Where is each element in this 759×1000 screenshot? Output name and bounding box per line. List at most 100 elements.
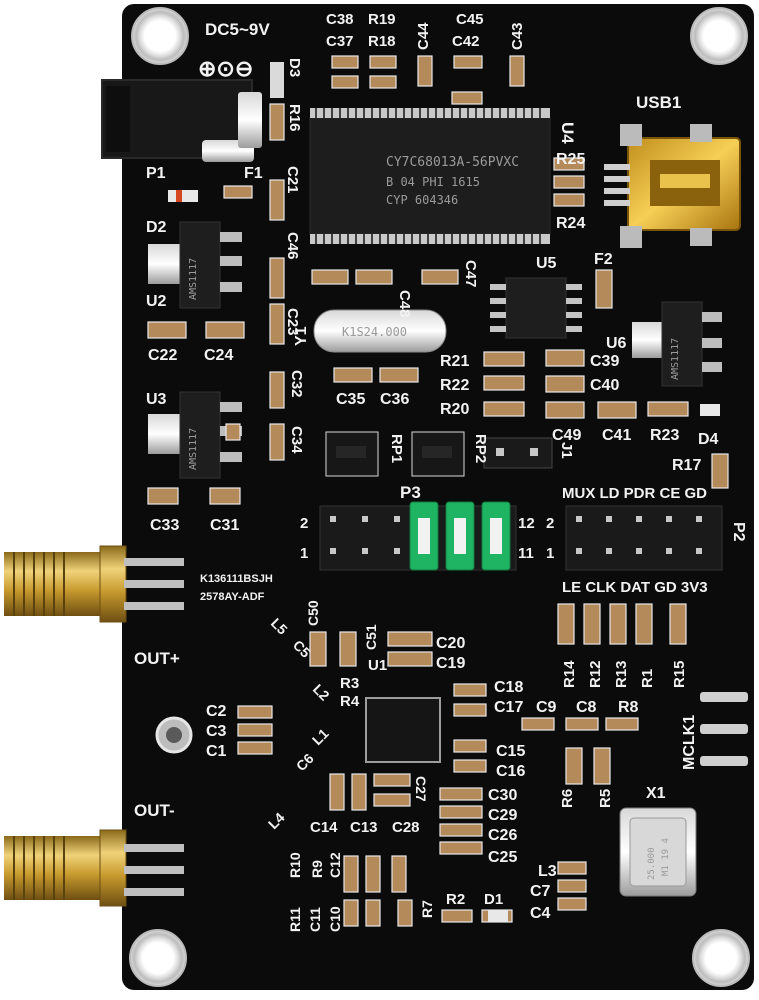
u5-label: U5: [536, 255, 557, 272]
label-c35: C35: [336, 391, 365, 408]
u2-chip-text: AMS1117: [188, 258, 199, 300]
p3-pin-12: 12: [518, 515, 535, 532]
label-c23: C23: [284, 308, 301, 336]
label-c28: C28: [392, 819, 420, 836]
mclk-label: MCLK1: [681, 715, 698, 770]
label-r16: R16: [286, 104, 303, 132]
label-c20: C20: [436, 635, 465, 652]
label-c19: C19: [436, 655, 465, 672]
p2-pin-1: 1: [546, 545, 554, 562]
label-r14: R14: [561, 660, 578, 688]
label-f2: F2: [594, 251, 613, 268]
label-c12: C12: [327, 852, 343, 878]
label-r6: R6: [559, 789, 576, 808]
label-r2: R2: [446, 891, 465, 908]
label-c24: C24: [204, 347, 233, 364]
crystal-x1: 25.000 M1 19 4: [619, 807, 697, 897]
label-c32: C32: [288, 370, 305, 398]
label-r21: R21: [440, 353, 469, 370]
cypress-chip: CY7C68013A-56PVXC B 04 PHI 1615 CYP 6043…: [309, 108, 551, 244]
label-c49: C49: [552, 427, 581, 444]
header-p2: [565, 505, 723, 571]
label-u3: U3: [146, 391, 167, 408]
header-mclk: [700, 692, 748, 766]
label-c48: C48: [396, 290, 413, 318]
polarity-symbol: ⊕⊙⊖: [198, 56, 253, 81]
label-r9: R9: [309, 860, 325, 878]
label-c16: C16: [496, 763, 525, 780]
sma-marking-1: K136111BSJH: [200, 573, 273, 585]
x1-sub: M1 19 4: [661, 838, 671, 876]
label-l3: L3: [538, 863, 557, 880]
y1-label: Y1: [293, 326, 310, 346]
cypress-text-1: CY7C68013A-56PVXC: [386, 155, 519, 170]
label-r5: R5: [597, 789, 614, 808]
label-r8: R8: [618, 699, 639, 716]
label-c4: C4: [530, 905, 551, 922]
label-d2: D2: [146, 219, 167, 236]
out-plus-label: OUT+: [134, 649, 180, 668]
label-r3: R3: [340, 675, 359, 692]
rp2-label: RP2: [472, 434, 489, 463]
mounting-holes: [129, 7, 750, 987]
label-r25: R25: [556, 151, 585, 168]
regulator-u2: AMS1117: [148, 221, 242, 309]
label-c14: C14: [310, 819, 338, 836]
label-c46: C46: [284, 232, 301, 260]
label-c31: C31: [210, 517, 239, 534]
label-r7: R7: [419, 900, 435, 918]
p2-bottom-pins: LE CLK DAT GD 3V3: [562, 579, 708, 596]
p2-top-pins: MUX LD PDR CE GD: [562, 485, 707, 502]
label-f1: F1: [244, 165, 263, 182]
label-r17: R17: [672, 457, 701, 474]
label-c51: C51: [363, 624, 379, 650]
chip-u5: [490, 277, 582, 339]
label-c38: C38: [326, 11, 354, 28]
y1-text: K1S24.000: [342, 325, 407, 339]
pcb-board: [122, 4, 754, 990]
cypress-text-2: B 04 PHI 1615: [386, 175, 480, 189]
resistor-network-rp2: [411, 431, 465, 477]
u6-chip-text: AMS1117: [670, 338, 681, 380]
label-r15: R15: [671, 660, 688, 688]
label-c37: C37: [326, 33, 354, 50]
regulator-u3: AMS1117: [148, 391, 242, 479]
label-c50: C50: [305, 600, 321, 626]
label-c36: C36: [380, 391, 409, 408]
x1-text: 25.000: [647, 847, 657, 880]
label-c42: C42: [452, 33, 480, 50]
power-label: DC5~9V: [205, 20, 270, 39]
label-r23: R23: [650, 427, 679, 444]
label-c11: C11: [307, 907, 323, 932]
label-r22: R22: [440, 377, 469, 394]
label-d1: D1: [484, 891, 503, 908]
label-c13: C13: [350, 819, 378, 836]
sma-marking-2: 2578AY-ADF: [200, 591, 265, 603]
label-r18: R18: [368, 33, 396, 50]
label-c22: C22: [148, 347, 177, 364]
p3-pin-2: 2: [300, 515, 308, 532]
label-r11: R11: [287, 907, 303, 932]
label-c47: C47: [462, 260, 479, 288]
label-c18: C18: [494, 679, 523, 696]
j1-label: J1: [558, 442, 575, 459]
usb-label: USB1: [636, 93, 681, 112]
label-c1: C1: [206, 743, 227, 760]
label-r4: R4: [340, 693, 360, 710]
crystal-y1: K1S24.000: [313, 309, 447, 353]
sma-connector-bottom: [4, 829, 184, 907]
p3-pin-1: 1: [300, 545, 308, 562]
p2-pin-2: 2: [546, 515, 554, 532]
label-c43: C43: [509, 22, 526, 50]
label-r1: R1: [639, 669, 656, 688]
p3-label: P3: [400, 483, 421, 502]
label-c29: C29: [488, 807, 517, 824]
label-c21: C21: [284, 166, 301, 194]
out-minus-label: OUT-: [134, 801, 175, 820]
usb-connector: [604, 124, 741, 248]
smd-passives: [147, 55, 729, 927]
label-p1: P1: [146, 165, 166, 182]
sma-connector-top: [4, 545, 184, 623]
resistor-network-rp1: [325, 431, 379, 477]
